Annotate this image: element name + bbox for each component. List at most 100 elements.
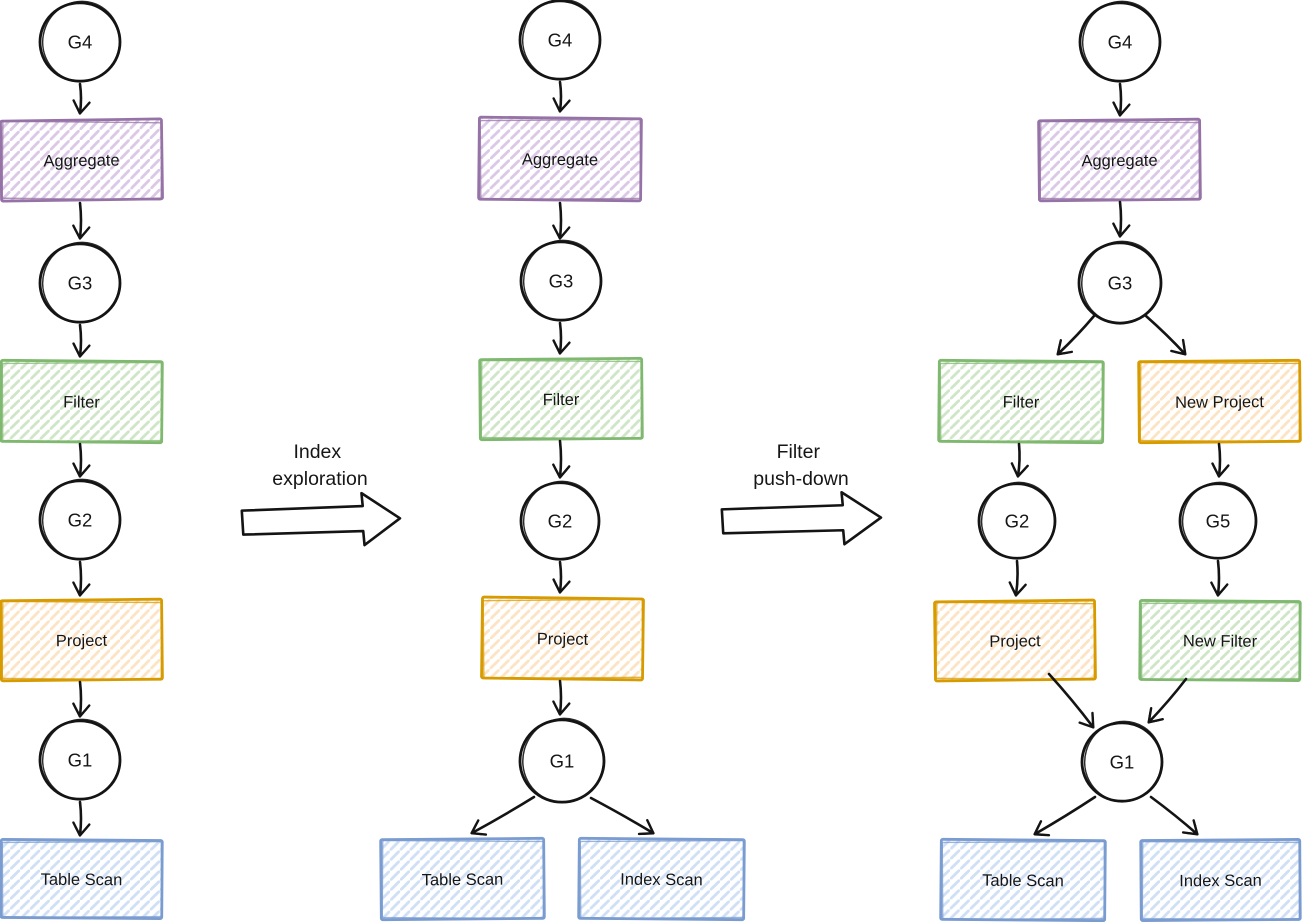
edge-arrow: [72, 442, 91, 478]
transition-label: Filter push-down: [753, 441, 848, 490]
operator-box-overdraw: [1141, 840, 1301, 921]
node-c1-g3: G3: [38, 241, 122, 324]
group-circle-overdraw: [41, 478, 121, 560]
group-circle-overdraw: [521, 0, 601, 80]
edge-arrow: [1144, 314, 1187, 356]
operator-label: Aggregate: [1081, 152, 1157, 171]
group-label: G4: [1108, 32, 1133, 53]
node-c3-aggregate: Aggregate: [1037, 117, 1202, 203]
operator-label: Project: [989, 632, 1041, 651]
operator-label: Index Scan: [1179, 872, 1262, 891]
group-circle-overdraw: [41, 718, 121, 800]
node-c3-g4: G4: [1078, 0, 1162, 83]
edge-arrow: [1147, 677, 1188, 724]
node-c2-index-scan: Index Scan: [577, 836, 746, 922]
operator-box-overdraw: [381, 839, 545, 920]
node-c1-g1: G1: [38, 718, 122, 801]
group-label: G3: [549, 271, 574, 292]
edge-arrow: [1149, 795, 1199, 836]
operator-box-overdraw: [941, 840, 1106, 921]
operator-box-overdraw: [1, 120, 163, 201]
operator-label: Aggregate: [43, 151, 119, 170]
operator-label: Table Scan: [41, 871, 123, 890]
group-circle-overdraw: [41, 241, 121, 323]
edge-arrow: [72, 201, 91, 240]
operator-label: Filter: [543, 391, 580, 409]
group-circle-overdraw: [522, 480, 600, 560]
edge-arrow: [552, 679, 571, 716]
edge-arrow: [552, 439, 571, 479]
node-c3-g1: G1: [1080, 720, 1164, 803]
edge-arrow: [1056, 314, 1096, 356]
operator-box-overdraw: [1, 361, 163, 443]
edge-arrow: [1047, 672, 1095, 729]
edge-arrow: [552, 321, 571, 355]
edge-arrow: [72, 680, 91, 718]
node-c3-g2: G2: [977, 481, 1057, 560]
group-label: G2: [68, 510, 93, 531]
group-circle-overdraw: [522, 717, 605, 803]
group-label: G3: [1108, 273, 1133, 294]
edge-arrow: [72, 560, 91, 597]
node-c1-table-scan: Table Scan: [0, 838, 164, 920]
edge-arrow: [72, 82, 91, 115]
edge-arrow: [1112, 200, 1131, 238]
operator-label: Aggregate: [522, 151, 598, 170]
node-c1-aggregate: Aggregate: [0, 117, 164, 203]
group-label: G2: [548, 511, 573, 532]
operator-box-overdraw: [1139, 361, 1301, 443]
transition-index-exploration: Index exploration: [240, 441, 402, 547]
edge-arrow: [1008, 559, 1027, 597]
node-c3-new-filter: New Filter: [1138, 599, 1302, 682]
group-circle-overdraw: [980, 481, 1056, 559]
group-label: G2: [1005, 511, 1030, 532]
edge-arrow: [72, 800, 91, 837]
operator-label: Index Scan: [620, 871, 703, 890]
node-c3-filter: Filter: [937, 358, 1105, 445]
node-c3-g3: G3: [1077, 240, 1163, 325]
edge-arrow: [1010, 442, 1029, 478]
transition-label: Index exploration: [272, 441, 367, 490]
node-c2-filter: Filter: [478, 356, 644, 442]
operator-box-overdraw: [480, 359, 643, 440]
operator-box-overdraw: [1039, 120, 1201, 201]
operator-box-overdraw: [1, 840, 163, 919]
operator-label: Project: [56, 632, 108, 651]
operator-box-overdraw: [935, 601, 1096, 681]
transition-filter-push-down: Filter push-down: [720, 441, 883, 546]
edge-arrow: [1112, 82, 1131, 117]
operator-label: New Filter: [1183, 632, 1258, 651]
node-c2-g4: G4: [518, 0, 602, 81]
group-circle-overdraw: [41, 0, 121, 82]
group-circle-overdraw: [1083, 720, 1163, 802]
group-label: G5: [1206, 511, 1231, 532]
node-c2-project: Project: [480, 595, 645, 682]
operator-label: Table Scan: [422, 871, 504, 890]
operator-box-overdraw: [1, 600, 163, 681]
edge-arrow: [1210, 559, 1229, 597]
group-label: G1: [550, 751, 575, 772]
node-c3-project: Project: [933, 598, 1097, 683]
edge-arrow: [552, 201, 571, 240]
operator-label: Project: [537, 630, 589, 649]
operator-label: Table Scan: [982, 872, 1064, 891]
node-c3-g5: G5: [1178, 481, 1258, 560]
node-c1-g4: G4: [38, 0, 122, 83]
operator-box-overdraw: [1140, 601, 1301, 681]
edge-arrow: [589, 796, 655, 836]
node-c2-table-scan: Table Scan: [379, 836, 546, 922]
node-c1-project: Project: [0, 597, 164, 683]
edge-arrow: [552, 560, 571, 594]
group-label: G4: [548, 30, 573, 51]
group-label: G1: [1110, 752, 1135, 773]
edge-arrow: [470, 795, 536, 836]
operator-box-overdraw: [939, 361, 1104, 443]
group-circle-overdraw: [522, 239, 602, 321]
group-circle-overdraw: [1080, 240, 1162, 324]
